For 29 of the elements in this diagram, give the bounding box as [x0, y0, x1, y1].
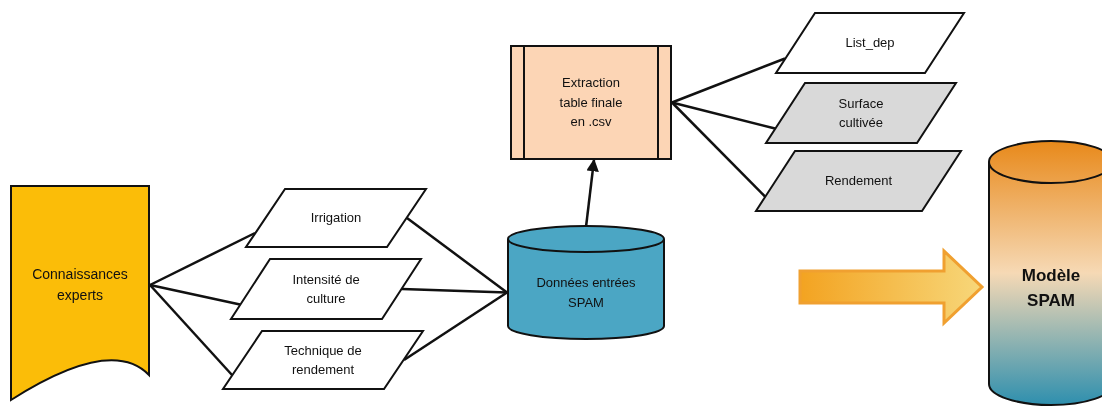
- database-cylinder: [988, 140, 1102, 406]
- connector-line: [671, 101, 776, 130]
- node-label: Extraction table finale en .csv: [558, 74, 624, 132]
- node-label: Surface cultivée: [837, 94, 885, 132]
- connector-line: [149, 231, 256, 287]
- data-parallelogram: [230, 258, 422, 320]
- connector-line: [671, 101, 766, 198]
- connector-line: [671, 57, 786, 104]
- data-parallelogram: [222, 330, 424, 390]
- process-box: [510, 45, 672, 160]
- node-label: Technique de rendement: [283, 341, 363, 379]
- connector-line: [584, 158, 599, 228]
- node-label: Intensité de culture: [291, 270, 361, 308]
- node-label: Rendement: [824, 172, 893, 191]
- node-label: Irrigation: [310, 209, 362, 228]
- connector-line: [149, 284, 233, 376]
- data-parallelogram: [245, 188, 427, 248]
- database-cylinder: [507, 225, 665, 340]
- connector-line: [401, 287, 508, 294]
- node-label: List_dep: [845, 34, 895, 53]
- node-label: Connaissances experts: [31, 265, 129, 305]
- block-arrow: [798, 247, 985, 327]
- connector-line: [406, 217, 508, 294]
- data-parallelogram: [765, 82, 957, 144]
- node-label: Données entrées SPAM: [535, 274, 637, 312]
- data-parallelogram: [755, 150, 962, 212]
- connector-line: [149, 283, 241, 306]
- data-parallelogram: [775, 12, 965, 74]
- node-label: Modèle SPAM: [1020, 264, 1082, 312]
